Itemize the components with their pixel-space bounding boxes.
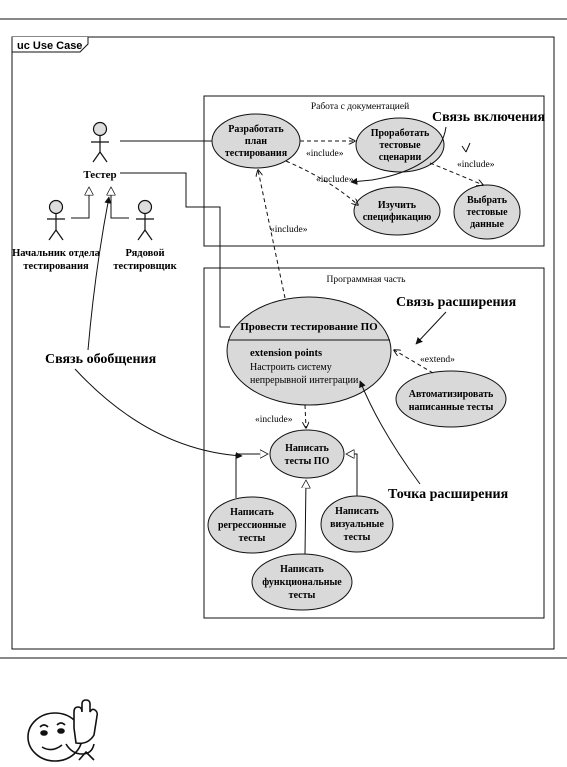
usecase-regression-l1: Написать <box>230 507 274 518</box>
generalization-functional <box>305 480 306 555</box>
include-label-2: «include» <box>316 175 354 185</box>
usecase-spec-l1: Изучить <box>378 200 417 211</box>
usecase-visual-l2: визуальные <box>330 519 384 530</box>
usecase-visual-l1: Написать <box>335 506 379 517</box>
usecase-scenarios-l1: Проработать <box>371 128 430 139</box>
include-label-4: «include» <box>270 225 308 235</box>
package-docs-title: Работа с документацией <box>311 101 409 112</box>
callout-inclusion-tick <box>461 142 471 153</box>
extension-point-2: непрерывной интеграции <box>250 375 359 386</box>
usecase-plan-l2: план <box>245 136 267 147</box>
callout-ext-point: Точка расширения <box>388 487 509 502</box>
actor-head <box>47 199 65 241</box>
include-label-3: «include» <box>457 160 495 170</box>
package-program-title: Программная часть <box>327 275 407 285</box>
callout-extension-arrow <box>415 311 447 345</box>
usecase-automate-l2: написанные тесты <box>409 402 494 413</box>
frame-tag-box <box>11 37 89 53</box>
callout-inclusion-arrow <box>350 126 447 185</box>
generalization-regression <box>235 454 268 498</box>
usecase-choose-data <box>453 184 521 240</box>
usecase-automate-l1: Автоматизировать <box>409 389 494 400</box>
include-scenarios-data <box>429 162 483 185</box>
usecase-choose-data-l3: данные <box>470 219 504 230</box>
usecase-plan-l1: Разработать <box>228 124 284 135</box>
include-label-1: «include» <box>306 149 344 159</box>
usecase-regression <box>207 496 297 554</box>
callout-generalization: Связь обобщения <box>45 352 157 367</box>
usecase-regression-l3: тесты <box>239 533 266 544</box>
callout-generalization-arrow-down <box>74 368 243 460</box>
usecase-functional-l3: тесты <box>289 590 316 601</box>
callout-extension: Связь расширения <box>396 295 517 310</box>
generalization-regular <box>111 187 129 219</box>
usecase-functional-l2: функциональные <box>262 577 342 588</box>
association-tester-run <box>120 172 230 328</box>
actor-regular-label-1: Рядовой <box>125 248 164 259</box>
actor-head-label-1: Начальник отдела <box>12 248 100 259</box>
extension-points-title: extension points <box>250 348 322 359</box>
include-run-plan <box>258 170 286 299</box>
usecase-regression-l2: регрессионные <box>218 520 287 531</box>
usecase-choose-data-l1: Выбрать <box>467 195 508 206</box>
usecase-scenarios-l2: тестовые <box>379 140 421 151</box>
actor-tester-label: Тестер <box>83 169 116 181</box>
extend-label: «extend» <box>420 355 455 365</box>
usecase-functional-l1: Написать <box>280 564 324 575</box>
package-docs <box>203 95 545 247</box>
usecase-write-tests-l1: Написать <box>285 443 329 454</box>
callout-inclusion: Связь включения <box>432 110 545 125</box>
actor-tester <box>91 121 109 163</box>
package-program <box>203 267 545 619</box>
extend-automate-run <box>394 350 434 374</box>
callout-ext-point-arrow <box>359 380 421 485</box>
usecase-write-tests-l2: тесты ПО <box>285 456 330 467</box>
actor-regular <box>136 199 154 241</box>
usecase-run-tests <box>226 296 392 406</box>
actor-head-label-2: тестирования <box>23 261 89 272</box>
generalization-head <box>71 187 89 219</box>
usecase-write-tests <box>269 429 345 479</box>
extension-point-1: Настроить систему <box>250 362 332 373</box>
usecase-plan-l3: тестирования <box>225 148 288 159</box>
diagram-frame <box>11 36 555 650</box>
include-plan-spec <box>285 160 358 205</box>
usecase-scenarios <box>355 117 445 173</box>
pointing-hand-icon <box>27 699 99 762</box>
usecase-choose-data-l2: тестовые <box>466 207 508 218</box>
frame-tag: uc Use Case <box>17 40 82 52</box>
include-run-write <box>305 404 306 428</box>
usecase-automate <box>395 370 507 428</box>
actor-regular-label-2: тестировщик <box>113 261 177 272</box>
usecase-scenarios-l3: сценарии <box>379 152 422 163</box>
callout-generalization-arrow-up <box>87 196 112 351</box>
generalization-visual <box>346 454 358 496</box>
usecase-run-tests-label: Провести тестирование ПО <box>240 321 378 333</box>
usecase-functional <box>251 553 353 611</box>
usecase-visual-l3: тесты <box>344 532 371 543</box>
usecase-spec <box>353 186 441 236</box>
usecase-spec-l2: спецификацию <box>363 212 432 223</box>
include-label-5: «include» <box>255 415 293 425</box>
